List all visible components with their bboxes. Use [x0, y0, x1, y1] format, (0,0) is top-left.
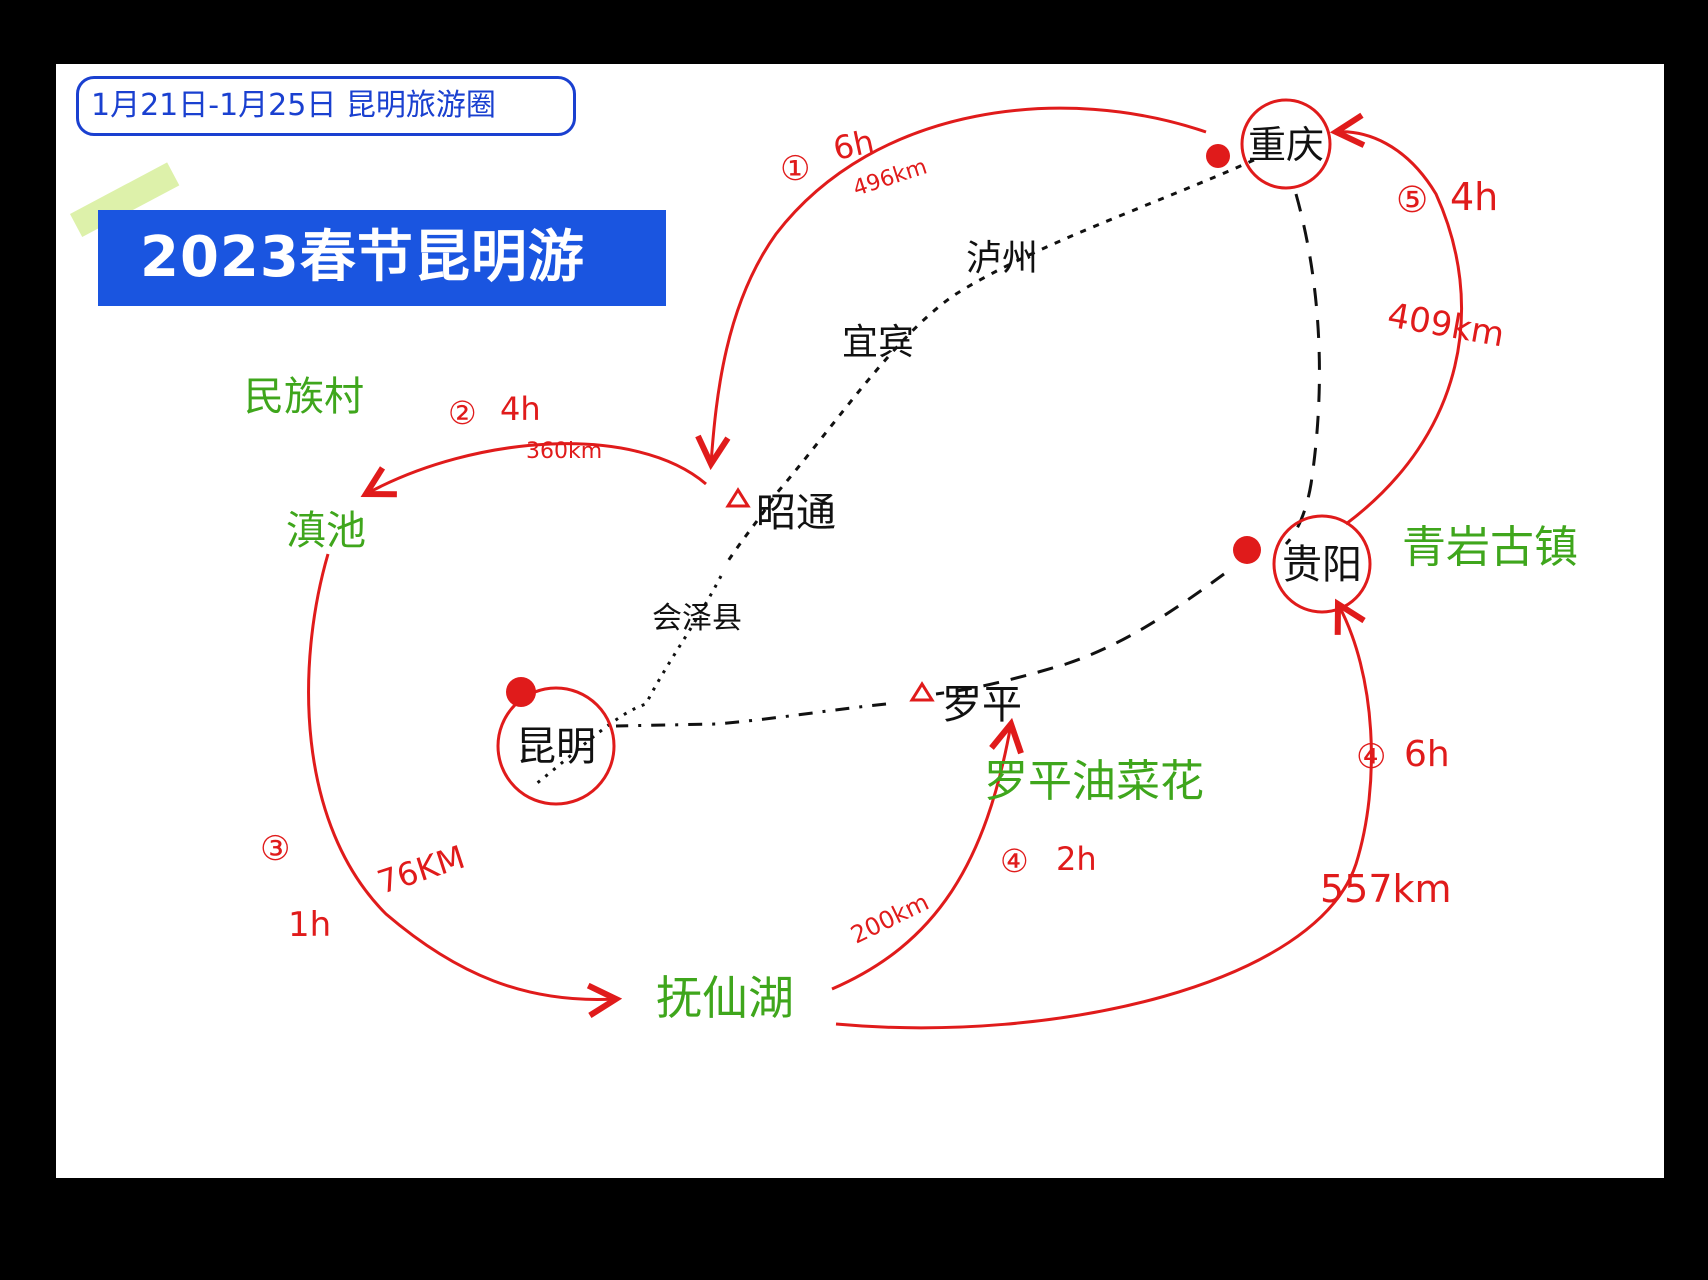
date-range-text: 1月21日-1月25日 昆明旅游圈	[91, 88, 496, 123]
route-5-guiyang-chongqing	[1336, 132, 1464, 526]
attraction-dianchi: 滇池	[286, 508, 366, 554]
leg-2-time: 4h	[500, 390, 541, 428]
attraction-minzucun: 民族村	[244, 374, 364, 420]
route-2-zhaotong-dianchi	[366, 442, 707, 494]
route-1-chongqing-zhaotong	[711, 106, 1207, 464]
city-guiyang: 贵阳	[1282, 542, 1362, 588]
road-luoping-kunming	[615, 702, 887, 728]
date-range-box: 1月21日-1月25日 昆明旅游圈	[76, 76, 576, 136]
leg-1-number: ①	[780, 149, 810, 189]
luoping-triangle	[909, 681, 935, 702]
city-yibin: 宜宾	[842, 322, 914, 363]
leg-5-time: 4h	[1450, 175, 1498, 219]
kunming-dot	[506, 677, 536, 707]
leg-4b-number: ④	[1356, 737, 1386, 777]
leg-3-number: ③	[260, 829, 290, 869]
guiyang-dot	[1233, 536, 1261, 564]
leg-2-distance: 360km	[526, 439, 602, 464]
city-luzhou: 泸州	[966, 238, 1038, 279]
leg-4-number: ④	[1000, 842, 1029, 880]
zhaotong-triangle	[725, 487, 751, 508]
leg-5-distance: 409km	[1384, 295, 1507, 355]
leg-3-distance: 76KM	[373, 838, 470, 902]
leg-2-number: ②	[448, 394, 477, 432]
attraction-qingyan: 青岩古镇	[1402, 522, 1578, 573]
leg-3-time: 1h	[288, 905, 331, 945]
chongqing-circle	[1240, 98, 1332, 190]
route-map: 重庆 贵阳 昆明 昭通 罗平 泸州 宜宾 会泽县 民族村 滇池 抚仙湖 罗平油菜…	[244, 98, 1578, 1030]
city-chongqing: 重庆	[1248, 123, 1324, 167]
map-board: 1月21日-1月25日 昆明旅游圈 2023春节昆明游	[56, 64, 1664, 1178]
leg-4b-distance: 557km	[1320, 867, 1452, 911]
road-chongqing-zhaotong	[724, 158, 1255, 565]
city-zhaotong: 昭通	[756, 490, 836, 536]
route-4-fuxianhu-luoping	[831, 724, 1011, 991]
city-huize: 会泽县	[652, 601, 742, 636]
city-kunming: 昆明	[516, 724, 596, 770]
leg-4-distance: 200km	[846, 888, 933, 950]
page-title: 2023春节昆明游	[140, 225, 585, 290]
city-luoping: 罗平	[942, 682, 1022, 728]
leg-4b-time: 6h	[1404, 734, 1450, 775]
chongqing-dot	[1206, 144, 1230, 168]
leg-4-time: 2h	[1056, 840, 1097, 878]
leg-1-time: 6h	[830, 122, 878, 168]
guiyang-circle	[1272, 514, 1372, 614]
route-3-dianchi-fuxianhu	[307, 553, 616, 1000]
road-zhaotong-kunming	[535, 575, 723, 786]
kunming-circle	[496, 686, 616, 806]
attraction-fuxianhu: 抚仙湖	[656, 971, 794, 1025]
attraction-luoping-flowers: 罗平油菜花	[984, 756, 1204, 807]
title-banner: 2023春节昆明游	[98, 210, 666, 306]
leg-5-number: ⑤	[1396, 180, 1428, 221]
route-4b-fuxianhu-guiyang	[835, 604, 1373, 1030]
road-chongqing-guiyang	[1284, 193, 1321, 546]
road-guiyang-luoping	[935, 572, 1225, 696]
